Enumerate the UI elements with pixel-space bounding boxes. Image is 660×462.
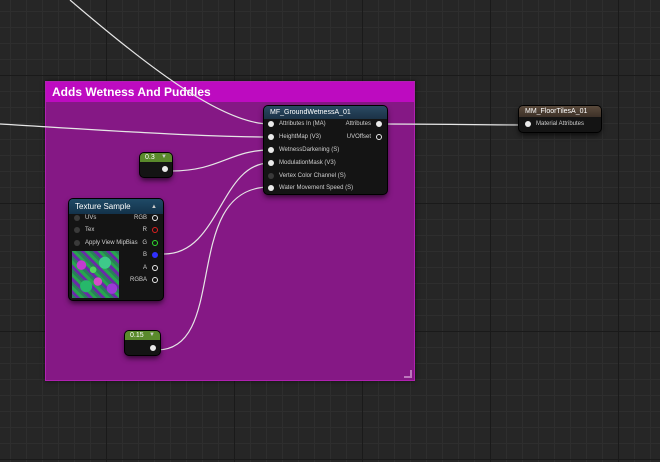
pin-water-movement-speed-icon[interactable] <box>268 185 274 191</box>
pin-label: Attributes In (MA) <box>279 121 326 127</box>
pin-r-icon[interactable] <box>152 227 158 233</box>
pin-modulation-mask[interactable]: ModulationMask (V3) <box>268 160 336 166</box>
collapse-caret-icon[interactable]: ▲ <box>151 203 157 210</box>
pin-r[interactable]: R <box>143 227 158 233</box>
pin-b-icon[interactable] <box>152 252 158 258</box>
pin-label: WetnessDarkening (S) <box>279 147 340 153</box>
pin-label: RGB <box>133 215 147 221</box>
pin-wetness-darkening[interactable]: WetnessDarkening (S) <box>268 147 339 153</box>
pin-apply-view-mipbias-icon[interactable] <box>74 240 80 246</box>
constant-value: 0.15 <box>130 332 144 339</box>
pin-vertex-color-channel[interactable]: Vertex Color Channel (S) <box>268 173 346 179</box>
mf-node-title[interactable]: MF_GroundWetnessA_01 <box>264 106 387 119</box>
pin-uvs-icon[interactable] <box>74 215 80 221</box>
pin-label: R <box>142 227 147 233</box>
mm-node-title[interactable]: MM_FloorTilesA_01 <box>519 106 601 117</box>
texture-preview-image <box>72 251 119 298</box>
pin-uvs[interactable]: UVs <box>74 215 96 221</box>
constant-output-pin[interactable] <box>145 345 156 351</box>
material-function-node[interactable]: MF_GroundWetnessA_01 Attributes In (MA) … <box>264 106 387 194</box>
pin-heightmap-icon[interactable] <box>268 134 274 140</box>
pin-g-icon[interactable] <box>152 240 158 246</box>
pin-a[interactable]: A <box>143 265 158 271</box>
constant-output-pin-icon[interactable] <box>162 166 168 172</box>
pin-label: RGBA <box>129 277 147 283</box>
pin-label: Material Attributes <box>536 121 585 127</box>
pin-rgba[interactable]: RGBA <box>130 277 158 283</box>
pin-g[interactable]: G <box>142 240 158 246</box>
pin-label: ModulationMask (V3) <box>279 160 336 166</box>
collapse-caret-icon[interactable]: ▼ <box>149 332 155 338</box>
texture-sample-node[interactable]: Texture Sample ▲ UVs Tex Apply View MipB… <box>69 199 163 300</box>
constant-header[interactable]: 0.3 ▼ <box>140 153 172 162</box>
pin-apply-view-mipbias[interactable]: Apply View MipBias <box>74 240 138 246</box>
pin-label: UVs <box>85 215 97 221</box>
pin-wetness-darkening-icon[interactable] <box>268 147 274 153</box>
texture-node-title: Texture Sample <box>75 202 131 211</box>
pin-material-attributes[interactable]: Material Attributes <box>525 121 584 127</box>
pin-label: B <box>142 252 147 258</box>
pin-rgb[interactable]: RGB <box>134 215 158 221</box>
pin-rgb-icon[interactable] <box>152 215 158 221</box>
pin-heightmap[interactable]: HeightMap (V3) <box>268 134 321 140</box>
pin-b[interactable]: B <box>143 252 158 258</box>
pin-tex[interactable]: Tex <box>74 227 94 233</box>
comment-title[interactable]: Adds Wetness And Puddles <box>46 82 414 102</box>
pin-material-attributes-icon[interactable] <box>525 121 531 127</box>
pin-label: A <box>142 265 147 271</box>
pin-label: Attributes <box>345 121 371 127</box>
pin-label: UVOffset <box>346 134 371 140</box>
pin-attributes-out[interactable]: Attributes <box>346 121 382 127</box>
constant-node[interactable]: 0.3 ▼ <box>140 153 172 177</box>
constant-node[interactable]: 0.15 ▼ <box>125 331 160 355</box>
pin-vertex-color-channel-icon[interactable] <box>268 173 274 179</box>
pin-a-icon[interactable] <box>152 265 158 271</box>
material-result-node[interactable]: MM_FloorTilesA_01 Material Attributes <box>519 106 601 132</box>
pin-tex-icon[interactable] <box>74 227 80 233</box>
constant-output-pin[interactable] <box>157 166 168 172</box>
pin-uvoffset-out[interactable]: UVOffset <box>347 134 382 140</box>
pin-uvoffset-out-icon[interactable] <box>376 134 382 140</box>
pin-label: Apply View MipBias <box>85 240 138 246</box>
pin-modulation-mask-icon[interactable] <box>268 160 274 166</box>
constant-header[interactable]: 0.15 ▼ <box>125 331 160 340</box>
collapse-caret-icon[interactable]: ▼ <box>161 154 167 160</box>
pin-rgba-icon[interactable] <box>152 277 158 283</box>
pin-label: Tex <box>85 227 95 233</box>
pin-label: Water Movement Speed (S) <box>279 185 354 191</box>
pin-attributes-in-icon[interactable] <box>268 121 274 127</box>
constant-output-pin-icon[interactable] <box>150 345 156 351</box>
pin-attributes-in[interactable]: Attributes In (MA) <box>268 121 326 127</box>
texture-node-header[interactable]: Texture Sample ▲ <box>69 199 163 214</box>
constant-value: 0.3 <box>145 154 155 161</box>
pin-label: HeightMap (V3) <box>279 134 322 140</box>
pin-label: G <box>142 240 147 246</box>
pin-label: Vertex Color Channel (S) <box>279 173 346 179</box>
pin-water-movement-speed[interactable]: Water Movement Speed (S) <box>268 185 353 191</box>
comment-resize-grip[interactable] <box>404 370 412 378</box>
pin-attributes-out-icon[interactable] <box>376 121 382 127</box>
